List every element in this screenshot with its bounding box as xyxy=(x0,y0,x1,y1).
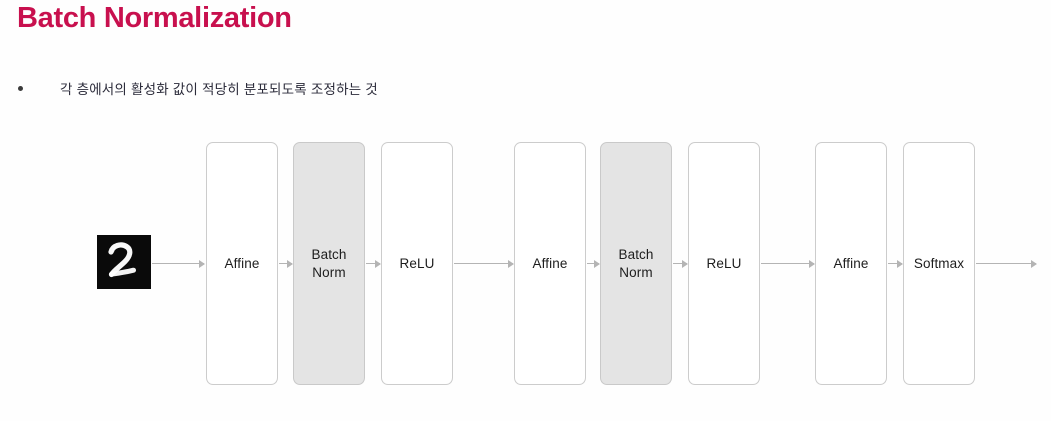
layer-label: Softmax xyxy=(913,255,965,271)
layer-label: Affine xyxy=(833,255,869,271)
layer-label: Affine xyxy=(224,255,260,271)
arrow-relu2-to-affine3-icon xyxy=(761,259,815,268)
bullet-item-label: 각 층에서의 활성화 값이 적당히 분포되도록 조정하는 것 xyxy=(60,82,378,97)
layer-box-batch-norm-1[interactable]: Batch Norm xyxy=(293,142,365,385)
arrow-affine3-to-softmax-icon xyxy=(888,259,903,268)
layer-box-affine-2[interactable]: Affine xyxy=(514,142,586,385)
layer-label: ReLU xyxy=(706,255,742,271)
mnist-digit-image xyxy=(97,235,151,289)
bullet-dot-icon xyxy=(18,86,23,91)
layer-label: Batch Norm xyxy=(618,247,654,280)
arrow-affine2-to-bn2-icon xyxy=(587,259,600,268)
layer-box-relu-2[interactable]: ReLU xyxy=(688,142,760,385)
layer-box-relu-1[interactable]: ReLU xyxy=(381,142,453,385)
arrow-input-to-affine-1-icon xyxy=(152,259,205,268)
layer-box-affine-1[interactable]: Affine xyxy=(206,142,278,385)
layer-label: ReLU xyxy=(399,255,435,271)
arrow-affine1-to-bn1-icon xyxy=(279,259,293,268)
arrow-relu1-to-affine2-icon xyxy=(454,259,514,268)
arrow-bn1-to-relu1-icon xyxy=(366,259,381,268)
arrow-bn2-to-relu2-icon xyxy=(673,259,688,268)
layer-box-affine-3[interactable]: Affine xyxy=(815,142,887,385)
bullet-list-item: 각 층에서의 활성화 값이 적당히 분포되도록 조정하는 것 xyxy=(18,78,378,98)
layer-box-softmax[interactable]: Softmax xyxy=(903,142,975,385)
layer-label: Batch Norm xyxy=(311,247,347,280)
arrow-softmax-to-output-icon xyxy=(976,259,1037,268)
layer-label: Affine xyxy=(532,255,568,271)
layer-box-batch-norm-2[interactable]: Batch Norm xyxy=(600,142,672,385)
page-title: Batch Normalization xyxy=(17,2,292,34)
